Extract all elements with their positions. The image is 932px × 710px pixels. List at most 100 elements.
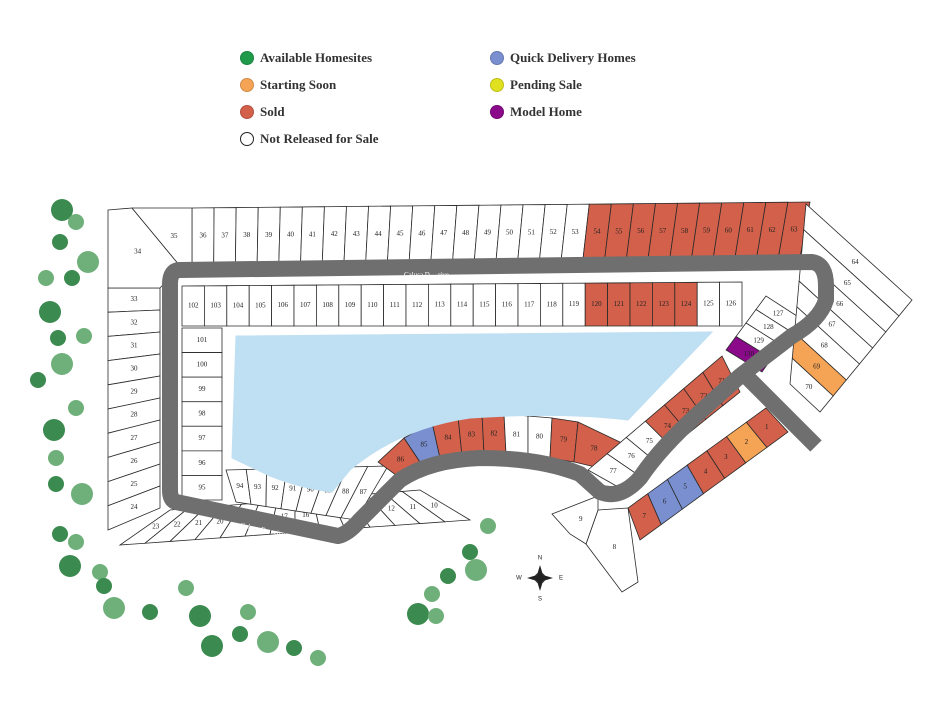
lot-70[interactable]: [789, 357, 834, 413]
lot-number: 98: [199, 410, 207, 418]
legend-swatch: [240, 78, 254, 92]
legend-label: Model Home: [510, 104, 582, 119]
lot-number: 50: [506, 229, 514, 237]
lot-number: 53: [572, 228, 580, 236]
lot-95[interactable]: [181, 475, 223, 501]
tree-icon: [64, 270, 80, 286]
lot-number: 93: [254, 483, 262, 491]
lot-number: 77: [610, 467, 618, 475]
tree-icon: [30, 372, 46, 388]
legend-swatch: [490, 105, 504, 119]
legend-label: Sold: [260, 104, 285, 119]
lot-number: 83: [468, 431, 476, 439]
lot-number: 43: [353, 230, 361, 238]
tree-icon: [43, 419, 65, 441]
lot-number: 25: [131, 480, 139, 488]
lot-number: 106: [278, 301, 289, 309]
lot-number: 96: [199, 459, 207, 467]
tree-icon: [103, 597, 125, 619]
tree-icon: [424, 586, 440, 602]
tree-icon: [51, 353, 73, 375]
lot-number: 113: [434, 301, 445, 309]
lot-number: 55: [615, 227, 623, 235]
lot-24[interactable]: [107, 485, 161, 531]
lot-number: 21: [195, 519, 203, 527]
lot-number: 128: [763, 323, 774, 331]
tree-icon: [68, 534, 84, 550]
lot-number: 95: [199, 483, 207, 491]
tree-icon: [48, 476, 64, 492]
lot-number: 104: [233, 301, 244, 309]
lot-number: 123: [658, 300, 669, 308]
lot-number: 63: [791, 226, 799, 234]
lot-number: 91: [289, 485, 297, 493]
lot-number: 92: [272, 484, 280, 492]
lot-number: 105: [255, 301, 266, 309]
compass-n: N: [538, 556, 542, 562]
lot-number: 107: [300, 301, 311, 309]
lot-number: 40: [287, 231, 295, 239]
lot-number: 111: [390, 301, 400, 309]
lot-number: 116: [502, 300, 513, 308]
lot-number: 42: [331, 230, 339, 238]
lot-number: 82: [491, 430, 499, 438]
tree-icon: [52, 526, 68, 542]
compass-e: E: [559, 576, 563, 582]
tree-icon: [407, 603, 429, 625]
lot-number: 79: [560, 436, 568, 444]
tree-icon: [142, 604, 158, 620]
legend-item: Pending Sale: [490, 77, 582, 93]
lot-number: 121: [614, 300, 625, 308]
lot-number: 69: [813, 362, 821, 370]
legend-label: Quick Delivery Homes: [510, 50, 636, 65]
legend-swatch: [490, 51, 504, 65]
lot-number: 97: [199, 434, 207, 442]
lot-number: 124: [681, 300, 692, 308]
lot-number: 28: [131, 411, 139, 419]
lot-number: 29: [131, 388, 139, 396]
lot-number: 64: [852, 258, 860, 266]
tree-icon: [50, 330, 66, 346]
lot-7[interactable]: [627, 493, 662, 541]
tree-icon: [462, 544, 478, 560]
lot-number: 47: [440, 229, 448, 237]
lot-number: 7: [642, 512, 646, 520]
lot-number: 70: [805, 383, 813, 391]
lot-10[interactable]: [401, 489, 472, 523]
lot-number: 99: [199, 385, 207, 393]
lot-number: 34: [134, 248, 142, 256]
tree-icon: [310, 650, 326, 666]
lot-number: 120: [591, 300, 602, 308]
lot-number: 6: [663, 497, 667, 505]
legend-swatch: [240, 51, 254, 65]
lot-number: 80: [536, 433, 544, 441]
lot-number: 68: [821, 341, 829, 349]
lot-number: 56: [637, 227, 645, 235]
lot-number: 1: [765, 423, 769, 431]
lot-number: 41: [309, 230, 317, 238]
lot-number: 118: [546, 300, 557, 308]
lot-number: 90: [307, 486, 315, 494]
tree-icon: [71, 483, 93, 505]
tree-icon: [38, 270, 54, 286]
lot-9[interactable]: [551, 495, 599, 545]
lot-126[interactable]: [719, 281, 743, 327]
tree-icon: [52, 234, 68, 250]
lot-number: 72: [700, 392, 708, 400]
lot-number: 20: [217, 517, 225, 525]
road-label-bottom-b: rive: [274, 528, 286, 538]
tree-icon: [96, 578, 112, 594]
lot-number: 127: [773, 309, 784, 317]
road-stub: [738, 368, 822, 452]
legend-label: Starting Soon: [260, 77, 337, 92]
lot-number: 10: [431, 501, 439, 509]
road-label-top-b: rive: [438, 271, 449, 279]
lot-number: 38: [243, 231, 251, 239]
tree-icon: [189, 605, 211, 627]
lot-number: 9: [579, 515, 583, 523]
lot-number: 22: [174, 521, 182, 529]
tree-icon: [440, 568, 456, 584]
lot-number: 52: [550, 228, 558, 236]
lot-number: 58: [681, 227, 689, 235]
